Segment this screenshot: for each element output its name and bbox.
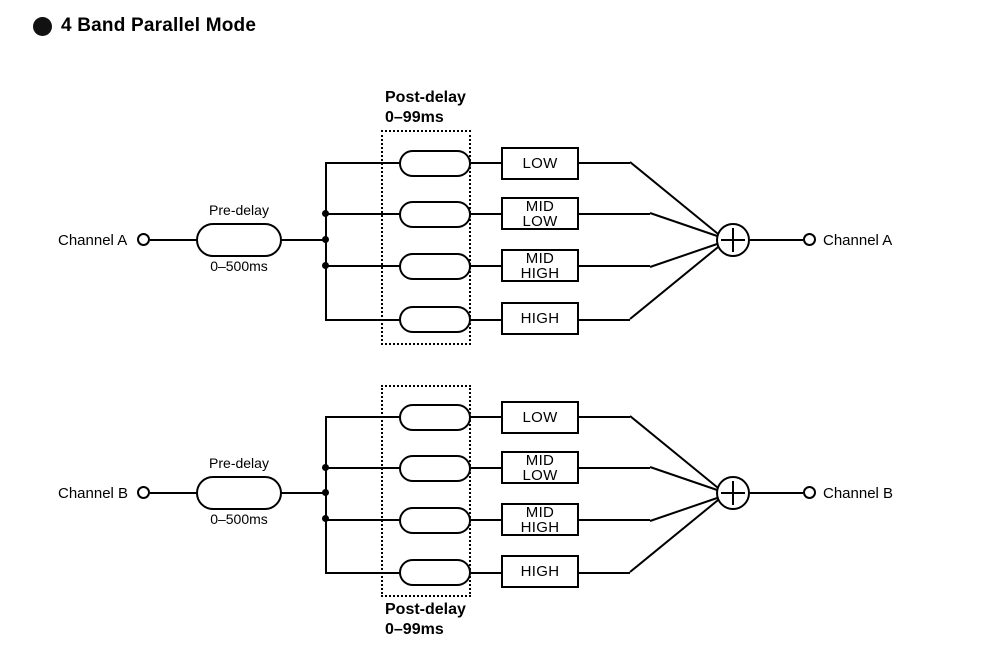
channel-b-out-diag-high xyxy=(629,495,724,573)
channel-b-band-mid-high[interactable]: MID HIGH xyxy=(501,503,579,536)
channel-b-post-delay-mid-low[interactable] xyxy=(399,455,471,482)
channel-a-band-mid-high-line1: MID xyxy=(525,249,555,267)
channel-a-sum-node[interactable] xyxy=(716,223,750,257)
channel-b-branch-wire-mid-low xyxy=(325,467,400,469)
channel-b-input-label: Channel B xyxy=(58,485,129,502)
channel-a-pre-delay-range: 0–500ms xyxy=(210,258,268,274)
channel-a-post-delay-mid-low[interactable] xyxy=(399,201,471,228)
channel-b-post-delay-name: Post-delay xyxy=(385,601,466,618)
channel-a-output-terminal[interactable] xyxy=(803,233,816,246)
channel-b-post-to-band-wire-mid-high xyxy=(470,519,503,521)
channel-b-pre-delay-block[interactable] xyxy=(196,476,282,510)
channel-b-post-delay-range: 0–99ms xyxy=(385,621,444,638)
channel-a-input-wire xyxy=(150,239,197,241)
channel-b-post-to-band-wire-mid-low xyxy=(470,467,503,469)
channel-a-pre-delay-name: Pre-delay xyxy=(209,202,269,218)
channel-a-branch-wire-low xyxy=(325,162,400,164)
channel-b-out-run-low xyxy=(578,416,630,418)
channel-b-junction-dot-2 xyxy=(322,489,329,496)
channel-a-input-label: Channel A xyxy=(58,232,128,249)
channel-b-sum-node[interactable] xyxy=(716,476,750,510)
channel-a-post-delay-high[interactable] xyxy=(399,306,471,333)
channel-a-post-to-band-wire-low xyxy=(470,162,503,164)
channel-b-pre-delay-name: Pre-delay xyxy=(209,455,269,471)
channel-b-band-mid-low-line2: LOW xyxy=(522,466,558,484)
channel-a-branch-wire-mid-high xyxy=(325,265,400,267)
channel-b-band-low-line1: LOW xyxy=(522,409,558,426)
channel-b-branch-wire-mid-high xyxy=(325,519,400,521)
channel-a-output-label: Channel A xyxy=(823,232,893,249)
channel-a-out-run-low xyxy=(578,162,630,164)
channel-b-post-to-band-wire-high xyxy=(470,572,503,574)
channel-b-out-run-mid-high xyxy=(578,519,650,521)
channel-b-band-mid-low[interactable]: MID LOW xyxy=(501,451,579,484)
channel-a-out-run-high xyxy=(578,319,630,321)
channel-b-band-high[interactable]: HIGH xyxy=(501,555,579,588)
channel-b-band-mid-low-line1: MID xyxy=(525,451,555,469)
channel-b-bus-feed-wire xyxy=(281,492,327,494)
page-title-text: 4 Band Parallel Mode xyxy=(61,15,257,36)
channel-a-out-diag-high xyxy=(629,242,724,320)
channel-a-out-diag-low xyxy=(629,161,724,239)
channel-b-out-run-mid-low xyxy=(578,467,650,469)
channel-b-band-mid-high-line1: MID xyxy=(525,503,555,521)
channel-a-band-high-line1: HIGH xyxy=(520,310,560,327)
channel-b-output-label: Channel B xyxy=(823,485,894,502)
channel-a-input-terminal[interactable] xyxy=(137,233,150,246)
channel-b-band-low[interactable]: LOW xyxy=(501,401,579,434)
channel-a-post-delay-low[interactable] xyxy=(399,150,471,177)
channel-a-post-delay-range: 0–99ms xyxy=(385,109,444,126)
channel-b-post-delay-caption: Post-delay 0–99ms xyxy=(385,600,466,640)
channel-b-band-mid-high-line2: HIGH xyxy=(520,518,560,536)
channel-a-band-low[interactable]: LOW xyxy=(501,147,579,180)
channel-a-band-mid-high-line2: HIGH xyxy=(520,264,560,282)
channel-a-pre-delay-block[interactable] xyxy=(196,223,282,257)
channel-b-branch-wire-high xyxy=(325,572,400,574)
channel-a-branch-wire-mid-low xyxy=(325,213,400,215)
channel-a-post-to-band-wire-mid-high xyxy=(470,265,503,267)
channel-b-output-terminal[interactable] xyxy=(803,486,816,499)
channel-a-band-mid-high[interactable]: MID HIGH xyxy=(501,249,579,282)
channel-a-bus-feed-wire xyxy=(281,239,327,241)
channel-b-input-terminal[interactable] xyxy=(137,486,150,499)
channel-a-out-diag-mid-high xyxy=(649,241,724,268)
channel-a-out-diag-mid-low xyxy=(649,212,724,239)
channel-b-junction-dot-3 xyxy=(322,515,329,522)
channel-b-out-diag-low xyxy=(629,415,724,493)
channel-a-out-run-mid-low xyxy=(578,213,650,215)
channel-a-post-delay-group xyxy=(381,130,471,345)
filled-circle-bullet-icon xyxy=(33,16,52,36)
channel-b-post-delay-low[interactable] xyxy=(399,404,471,431)
channel-b-band-high-line1: HIGH xyxy=(520,563,560,580)
channel-b-out-diag-mid-low xyxy=(649,466,724,493)
channel-a-post-delay-name: Post-delay xyxy=(385,89,466,106)
channel-a-band-mid-low[interactable]: MID LOW xyxy=(501,197,579,230)
channel-b-out-diag-mid-high xyxy=(649,495,724,522)
channel-a-band-high[interactable]: HIGH xyxy=(501,302,579,335)
channel-a-out-run-mid-high xyxy=(578,265,650,267)
channel-a-output-wire xyxy=(750,239,803,241)
channel-a-band-mid-low-line1: MID xyxy=(525,197,555,215)
channel-a-branch-wire-high xyxy=(325,319,400,321)
channel-b-out-run-high xyxy=(578,572,630,574)
channel-a-post-delay-caption: Post-delay 0–99ms xyxy=(385,88,466,128)
channel-a-junction-dot-2 xyxy=(322,236,329,243)
channel-b-input-wire xyxy=(150,492,197,494)
channel-b-post-delay-high[interactable] xyxy=(399,559,471,586)
page-title: 4 Band Parallel Mode xyxy=(33,15,256,37)
channel-b-branch-wire-low xyxy=(325,416,400,418)
channel-b-post-delay-mid-high[interactable] xyxy=(399,507,471,534)
channel-a-post-delay-mid-high[interactable] xyxy=(399,253,471,280)
channel-b-output-wire xyxy=(750,492,803,494)
channel-b-pre-delay-range: 0–500ms xyxy=(210,511,268,527)
channel-a-post-to-band-wire-high xyxy=(470,319,503,321)
channel-a-band-mid-low-line2: LOW xyxy=(522,212,558,230)
channel-b-post-delay-group xyxy=(381,385,471,597)
channel-a-band-low-line1: LOW xyxy=(522,155,558,172)
channel-a-post-to-band-wire-mid-low xyxy=(470,213,503,215)
channel-b-post-to-band-wire-low xyxy=(470,416,503,418)
